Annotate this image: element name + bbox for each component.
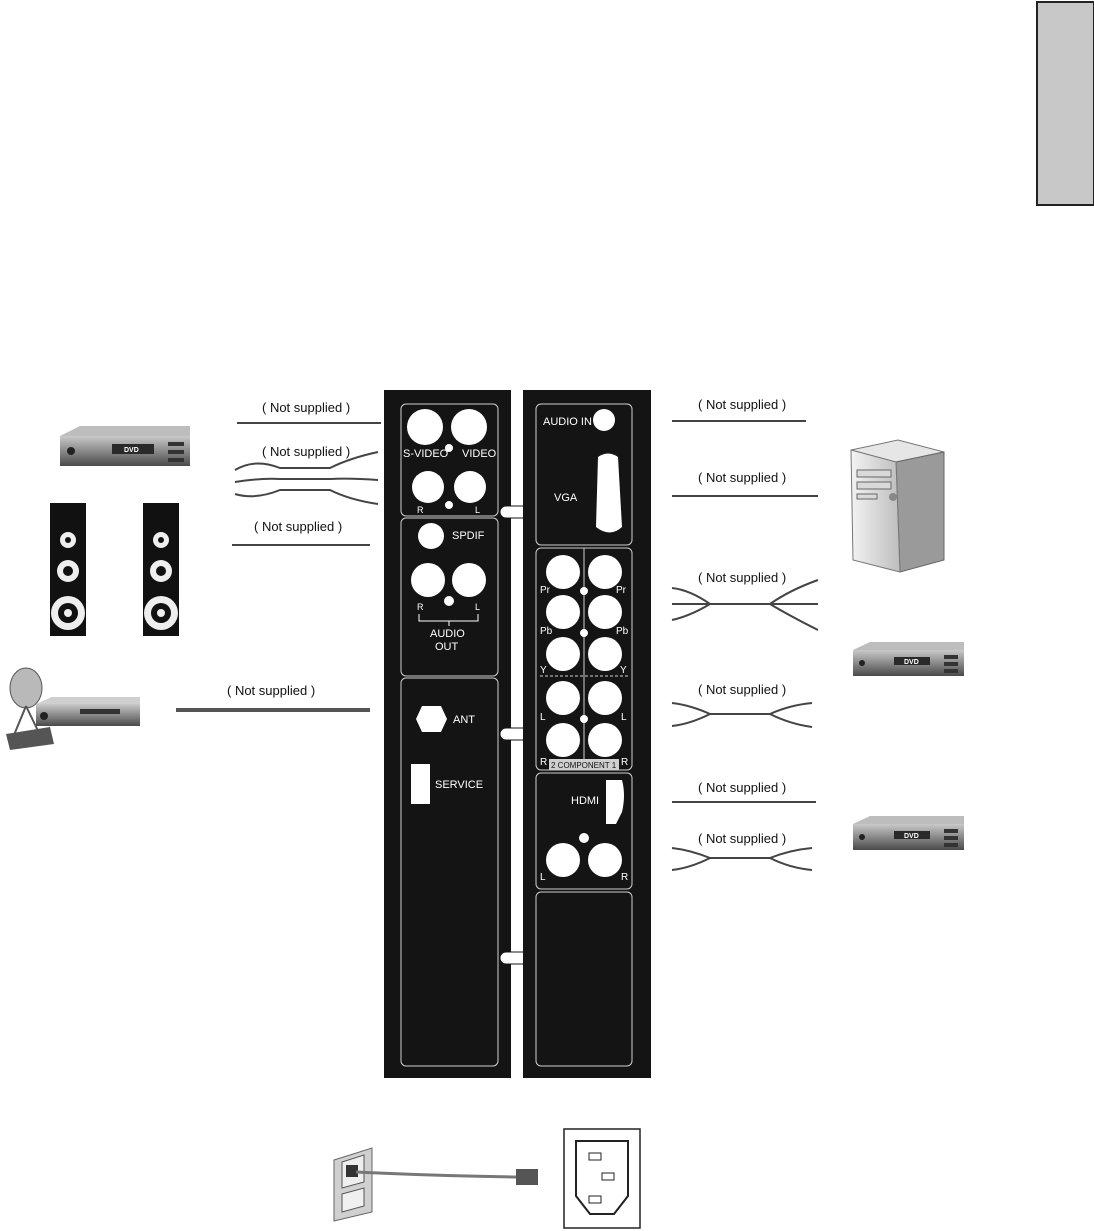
vga-label: VGA (554, 492, 578, 504)
hdmi-port[interactable] (606, 780, 624, 824)
dvd-player-right-1: DVD (853, 642, 964, 676)
component1-pr-jack[interactable] (588, 555, 622, 589)
dvd-player-left: DVD (60, 426, 190, 466)
svg-text:L: L (540, 712, 546, 723)
svg-text:L: L (475, 505, 480, 515)
svg-text:R: R (540, 757, 547, 768)
rear-panel-right: AUDIO IN VGA Pr Pr Pb Pb Y Y L L R R 2 C… (523, 390, 651, 1078)
component2-r-jack[interactable] (546, 723, 580, 757)
service-port[interactable] (411, 764, 430, 804)
audio-in-jack[interactable] (593, 409, 615, 431)
power-cord (355, 1170, 519, 1179)
cable-label-component-audio: ( Not supplied ) (698, 682, 786, 697)
svg-text:Pr: Pr (616, 585, 627, 596)
component1-l-jack[interactable] (588, 681, 622, 715)
svg-text:DVD: DVD (124, 447, 139, 454)
cable-label-hdmi-audio: ( Not supplied ) (698, 831, 786, 846)
speaker-right (143, 503, 179, 636)
page-tab (1036, 1, 1094, 206)
svg-text:R: R (417, 602, 424, 612)
audio-out-label-1: AUDIO (430, 628, 465, 640)
video-label: VIDEO (462, 448, 497, 460)
svg-text:DVD: DVD (904, 659, 919, 666)
component1-y-jack[interactable] (588, 637, 622, 671)
vga-port[interactable] (596, 453, 622, 533)
svg-text:L: L (621, 712, 627, 723)
svg-text:Pr: Pr (540, 585, 551, 596)
cable-labels: ( Not supplied ) ( Not supplied ) ( Not … (227, 397, 786, 846)
pc-tower (850, 439, 945, 573)
cable-label-svideo: ( Not supplied ) (262, 400, 350, 415)
svg-text:DVD: DVD (904, 833, 919, 840)
svg-text:Pb: Pb (540, 626, 553, 637)
service-label: SERVICE (435, 779, 483, 791)
dvd-player-right-2: DVD (853, 816, 964, 850)
ac-inlet (563, 1128, 641, 1229)
component2-y-jack[interactable] (546, 637, 580, 671)
hdmi-audio-r-jack[interactable] (588, 843, 622, 877)
av-audio-l-jack[interactable] (454, 471, 486, 503)
svg-text:L: L (540, 872, 546, 883)
audio-in-label: AUDIO IN (543, 416, 592, 428)
speaker-left (50, 503, 86, 636)
cable-label-spdif: ( Not supplied ) (254, 519, 342, 534)
rear-panel-left: S-VIDEO VIDEO R L SPDIF R L AUDIO OUT AN… (384, 390, 511, 1078)
svg-text:R: R (621, 757, 628, 768)
ant-jack[interactable] (416, 706, 447, 732)
component2-l-jack[interactable] (546, 681, 580, 715)
component-label: 2 COMPONENT 1 (551, 761, 617, 770)
cable-label-hdmi: ( Not supplied ) (698, 780, 786, 795)
hdmi-label: HDMI (571, 795, 599, 807)
cable-label-component-video: ( Not supplied ) (698, 570, 786, 585)
svideo-label: S-VIDEO (403, 448, 449, 460)
svg-text:L: L (475, 602, 480, 612)
av-audio-r-jack[interactable] (412, 471, 444, 503)
power-plug (516, 1169, 538, 1185)
audio-out-l-jack[interactable] (452, 563, 486, 597)
svg-text:Y: Y (540, 665, 547, 676)
svg-text:R: R (417, 505, 424, 515)
svg-text:Pb: Pb (616, 626, 629, 637)
svideo-jack[interactable] (407, 409, 443, 445)
component1-r-jack[interactable] (588, 723, 622, 757)
wall-socket (333, 1147, 373, 1222)
cable-label-vga: ( Not supplied ) (698, 470, 786, 485)
component2-pr-jack[interactable] (546, 555, 580, 589)
cable-label-ant: ( Not supplied ) (227, 683, 315, 698)
spdif-label: SPDIF (452, 530, 485, 542)
antenna-receiver (6, 667, 140, 750)
cables (176, 420, 819, 871)
component1-pb-jack[interactable] (588, 595, 622, 629)
component2-pb-jack[interactable] (546, 595, 580, 629)
cable-label-audio-in: ( Not supplied ) (698, 397, 786, 412)
svg-text:R: R (621, 872, 628, 883)
hdmi-audio-l-jack[interactable] (546, 843, 580, 877)
ant-label: ANT (453, 714, 475, 726)
audio-out-label-2: OUT (435, 641, 459, 653)
video-jack[interactable] (451, 409, 487, 445)
audio-out-r-jack[interactable] (411, 563, 445, 597)
cable-label-av: ( Not supplied ) (262, 444, 350, 459)
svg-text:Y: Y (620, 665, 627, 676)
spdif-jack[interactable] (418, 523, 444, 549)
